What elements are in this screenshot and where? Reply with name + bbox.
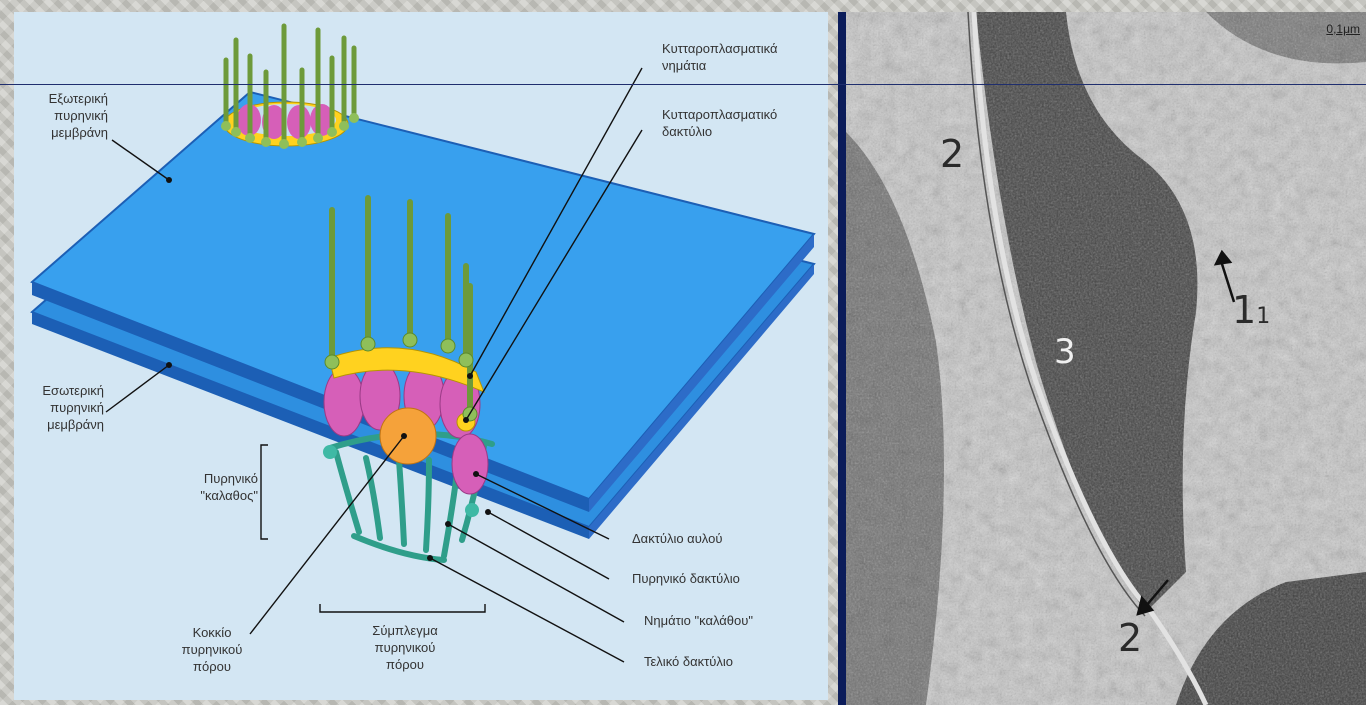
nuclear-ring-label: Πυρηνικό δακτύλιο [632,570,740,587]
terminal-ring-label: Τελικό δακτύλιο [644,653,733,670]
micrograph-frame: 0,1μm 2 3 11 2 [838,12,1366,705]
central-granule-label: Κοκκίο πυρηνικού πόρου [166,624,258,675]
small-pore-complex [221,26,359,149]
basket-filament-label: Νημάτιο "καλάθου" [644,612,753,629]
outer-membrane-label: Εξωτερική πυρηνική μεμβράνη [26,90,108,141]
spoke-ring-label: Δακτύλιο αυλού [632,530,722,547]
cyto-ring-label: Κυτταροπλασματικό δακτύλιο [662,106,777,140]
marker-2-top: 2 [940,132,964,176]
electron-micrograph: 0,1μm 2 3 11 2 [846,12,1366,705]
pore-complex-label: Σύμπλεγμα πυρηνικού πόρου [350,622,460,673]
marker-2-bottom: 2 [1118,616,1142,660]
marker-1: 11 [1232,288,1270,332]
inner-membrane-label: Εσωτερική πυρηνική μεμβράνη [18,382,104,433]
horizontal-guide-line [0,84,1366,85]
marker-3: 3 [1054,332,1076,372]
scale-bar-label: 0,1μm [1326,22,1360,36]
micrograph-image [846,12,1366,705]
nuclear-pore-diagram: Εξωτερική πυρηνική μεμβράνη Εσωτερική πυ… [14,12,828,700]
nuclear-basket-label: Πυρηνικό "καλαθος" [182,470,258,504]
cyto-filaments-label: Κυτταροπλασματικά νημάτια [662,40,778,74]
